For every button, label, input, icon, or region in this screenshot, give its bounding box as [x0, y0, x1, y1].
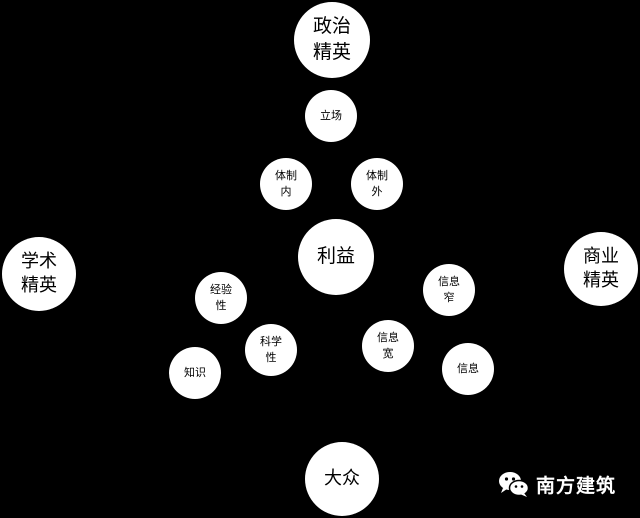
- node-business-elite: 商业 精英: [564, 232, 638, 306]
- node-academic-elite: 学术 精英: [2, 237, 76, 311]
- node-outside-system: 体制 外: [351, 158, 403, 210]
- node-interest: 利益: [298, 219, 374, 295]
- watermark: 南方建筑: [498, 470, 616, 498]
- node-science: 科学 性: [245, 324, 297, 376]
- wechat-icon: [499, 472, 530, 497]
- node-experience: 经验 性: [195, 272, 247, 324]
- node-position: 立场: [305, 90, 357, 142]
- node-info: 信息: [442, 343, 494, 395]
- node-knowledge: 知识: [169, 347, 221, 399]
- node-public: 大众: [305, 442, 379, 516]
- node-info-wide: 信息 宽: [362, 320, 414, 372]
- node-info-narrow: 信息 窄: [423, 264, 475, 316]
- node-inside-system: 体制 内: [260, 158, 312, 210]
- watermark-text: 南方建筑: [536, 474, 617, 497]
- node-political-elite: 政治 精英: [294, 2, 370, 78]
